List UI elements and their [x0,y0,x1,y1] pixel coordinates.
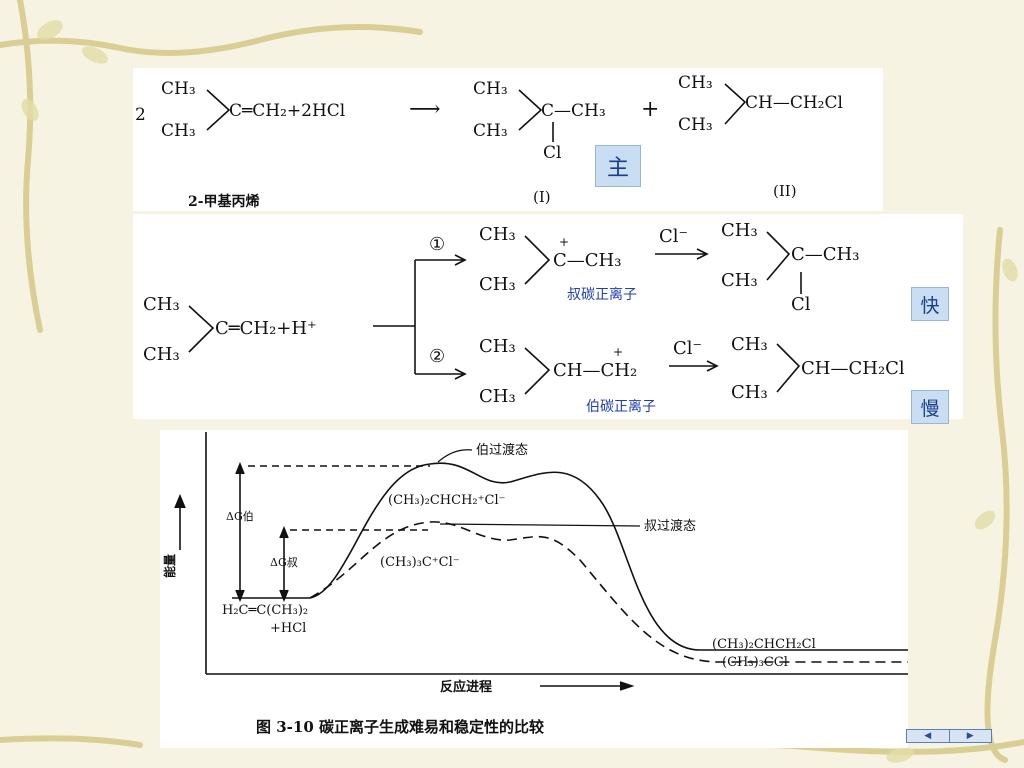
reaction1-p2-label: (II) [773,182,797,200]
cl-reagent-2: Cl⁻ [673,338,702,359]
primary-carbocation-label: 伯碳正离子 [586,399,656,415]
energy-profile-diagram: 伯过渡态 叔过渡态 (CH₃)₂CHCH₂⁺Cl⁻ (CH₃)₃C⁺Cl⁻ ΔG… [162,432,908,736]
product1-cl: Cl [791,294,811,315]
reaction1-reactant-bottom: CH₃ [161,121,196,141]
product1-center: C—CH₃ [791,244,859,265]
reaction1-reactant-rest: C═CH₂+2HCl [229,101,345,121]
dg-tertiary-label: ΔG叔 [270,555,298,569]
reaction2-reactant-rest: C═CH₂+H⁺ [215,318,317,339]
energy-diagram-panel: 伯过渡态 叔过渡态 (CH₃)₂CHCH₂⁺Cl⁻ (CH₃)₃C⁺Cl⁻ ΔG… [160,430,908,748]
reaction2-reactant-bottom: CH₃ [143,344,180,365]
path2-marker: ② [429,346,445,367]
carbocation1-bottom: CH₃ [479,274,516,295]
reaction2-reactant-top: CH₃ [143,294,180,315]
next-slide-button[interactable]: ▶ [950,730,992,742]
reaction1-p2-top: CH₃ [678,73,713,93]
main-product-label: 主 [595,145,641,187]
reaction1-coefficient: 2 [135,105,146,125]
carbocation1-charge: + [559,235,569,249]
figure-caption: 图 3-10 碳正离子生成难易和稳定性的比较 [256,718,544,736]
reaction1-reactant-name: 2-甲基丙烯 [188,193,260,210]
path1-marker: ① [429,234,445,255]
reaction1-diagram: 2 CH₃ CH₃ C═CH₂+2HCl ⟶ CH₃ CH₃ C—CH₃ Cl … [135,73,843,210]
reactant-line2: +HCl [270,621,306,636]
primary-intermediate-label: (CH₃)₂CHCH₂⁺Cl⁻ [388,493,505,508]
tertiary-intermediate-label: (CH₃)₃C⁺Cl⁻ [380,555,460,570]
carbocation2-bottom: CH₃ [479,386,516,407]
product-tertiary-label: (CH₃)₃CCl [722,655,788,670]
prev-slide-button[interactable]: ◀ [907,730,950,742]
reaction1-p1-label: (I) [533,188,551,206]
reaction1-p1-bottom: CH₃ [473,121,508,141]
reaction1-reactant-top: CH₃ [161,79,196,99]
reaction1-panel: 2 CH₃ CH₃ C═CH₂+2HCl ⟶ CH₃ CH₃ C—CH₃ Cl … [133,68,883,211]
next-arrow-icon: ▶ [966,731,974,741]
reaction1-arrow: ⟶ [409,97,441,122]
y-axis-label: 能量 [162,554,177,578]
reaction1-p2-center: CH—CH₂Cl [745,93,843,113]
reaction1-plus: + [641,97,659,122]
prev-arrow-icon: ◀ [924,731,932,741]
carbocation2-top: CH₃ [479,336,516,357]
reactant-line1: H₂C═C(CH₃)₂ [222,603,308,618]
reaction2-panel: CH₃ CH₃ C═CH₂+H⁺ ① ② CH₃ CH₃ C—CH₃ + Cl⁻… [133,214,963,419]
carbocation1-top: CH₃ [479,224,516,245]
x-axis-label: 反应进程 [440,679,492,695]
product2-bottom: CH₃ [731,382,768,403]
dg-primary-label: ΔG伯 [226,509,254,523]
reaction1-p2-bottom: CH₃ [678,115,713,135]
tertiary-ts-label: 叔过渡态 [644,518,696,534]
slow-label: 慢 [911,390,949,424]
fast-label: 快 [911,287,949,321]
product1-bottom: CH₃ [721,270,758,291]
carbocation2-charge: + [613,345,623,359]
slide-navigation: ◀ ▶ [906,729,992,743]
product-primary-label: (CH₃)₂CHCH₂Cl [712,637,816,652]
product2-top: CH₃ [731,334,768,355]
primary-ts-label: 伯过渡态 [476,442,528,458]
carbocation1-center: C—CH₃ [553,250,621,271]
reaction1-p1-top: CH₃ [473,79,508,99]
reaction1-p1-cl: Cl [543,143,561,163]
product1-top: CH₃ [721,220,758,241]
reaction2-diagram: CH₃ CH₃ C═CH₂+H⁺ ① ② CH₃ CH₃ C—CH₃ + Cl⁻… [143,220,905,407]
carbocation2-center: CH—CH₂ [553,360,637,381]
cl-reagent-1: Cl⁻ [659,226,688,247]
tertiary-carbocation-label: 叔碳正离子 [567,287,637,303]
product2-center: CH—CH₂Cl [801,358,905,379]
reaction1-p1-center: C—CH₃ [541,101,606,121]
